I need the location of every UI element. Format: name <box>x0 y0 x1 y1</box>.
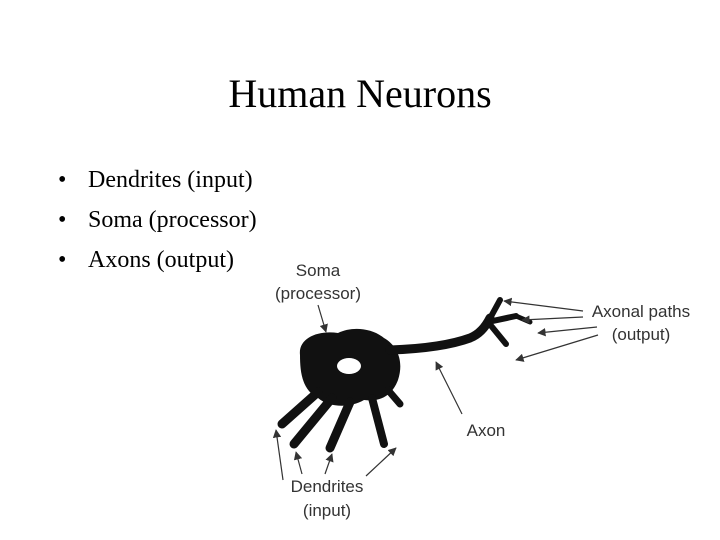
bullet-text: Axons (output) <box>88 247 234 273</box>
bullet-text: Soma (processor) <box>88 207 257 233</box>
axonal-path-arrow <box>521 315 584 324</box>
bullet-item: • Dendrites (input) <box>58 160 257 200</box>
bullet-item: • Soma (processor) <box>58 200 257 240</box>
soma-label: (processor) <box>275 284 361 303</box>
arrows <box>272 297 599 481</box>
bullet-symbol: • <box>58 167 67 193</box>
dendrite-arrow <box>293 451 303 475</box>
bullet-item: • Axons (output) <box>58 240 257 280</box>
soma-arrow <box>317 304 328 333</box>
neuron-shape <box>277 297 533 453</box>
bullet-list: • Dendrites (input) • Soma (processor) • Ax… <box>58 160 257 280</box>
bullet-text: Dendrites (input) <box>88 167 253 193</box>
axon-branch <box>485 313 519 325</box>
dendrite-shape <box>368 394 388 448</box>
dendrites-label: (input) <box>303 501 351 520</box>
dendrite-arrow <box>272 429 284 481</box>
soma-label: Soma <box>296 261 341 280</box>
dendrite-shape <box>277 387 323 429</box>
dendrite-shape <box>289 393 337 449</box>
axon-label: Axon <box>467 421 506 440</box>
bullet-symbol: • <box>58 247 67 273</box>
dendrites-label: Dendrites <box>291 477 364 496</box>
soma-nucleus <box>337 358 361 374</box>
axon-branch <box>513 313 533 325</box>
slide-title: Human Neurons <box>228 71 492 116</box>
bullet-symbol: • <box>58 207 67 233</box>
axon-shape <box>385 313 495 355</box>
axonal-path-arrow <box>537 326 598 337</box>
axonal-path-arrow <box>515 334 599 362</box>
axonal-paths-label: Axonal paths <box>592 302 690 321</box>
dendrite-shape <box>325 397 355 453</box>
axonal-paths-label: (output) <box>612 325 671 344</box>
axon-branch <box>485 319 509 347</box>
dendrite-arrow <box>365 447 397 477</box>
dendrite-arrow <box>324 453 334 475</box>
axon-arrow <box>435 361 463 415</box>
axon-branch <box>493 297 503 311</box>
axonal-path-arrow <box>503 297 584 312</box>
dendrite-shape <box>384 386 404 408</box>
